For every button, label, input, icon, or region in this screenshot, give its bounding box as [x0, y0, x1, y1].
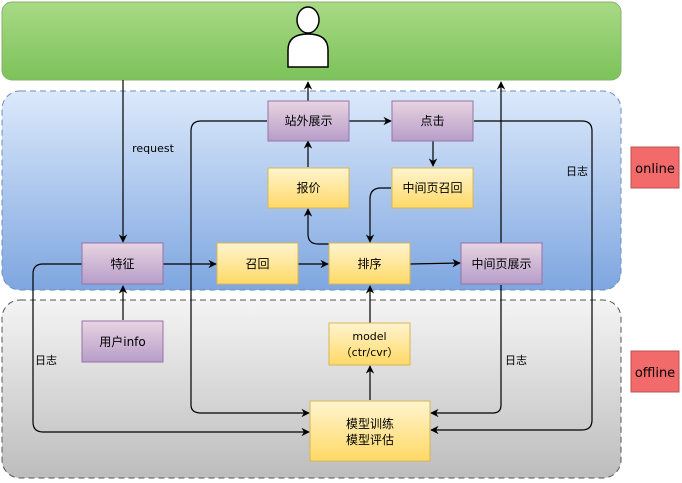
tag-online-label: online: [635, 162, 675, 177]
node-feature-label: 特征: [110, 256, 134, 271]
edge-feature-log-train: [32, 263, 310, 437]
node-mid-recall-label: 中间页召回: [402, 180, 462, 195]
node-user-info-label: 用户info: [99, 334, 146, 349]
tag-online: online: [630, 146, 680, 189]
tag-offline: offline: [630, 350, 680, 393]
label-request: request: [132, 142, 175, 155]
edge-midshow-log-train: [430, 285, 502, 418]
node-rank[interactable]: 排序: [328, 242, 411, 285]
node-mid-recall[interactable]: 中间页召回: [391, 167, 474, 209]
edge-midrecall-rank: [365, 187, 391, 243]
node-quote[interactable]: 报价: [267, 167, 350, 209]
node-click[interactable]: 点击: [391, 100, 474, 142]
edge-siteshow-train: [190, 120, 310, 418]
edge-rank-midshow: [409, 258, 461, 268]
node-rank-label: 排序: [357, 256, 381, 271]
node-mid-show[interactable]: 中间页展示: [460, 242, 543, 285]
node-train-label-2: 模型评估: [346, 433, 394, 447]
node-model-label-2: （ctr/cvr）: [341, 346, 399, 359]
edge-rank-quote: [303, 208, 333, 245]
node-model[interactable]: model （ctr/cvr）: [328, 322, 411, 366]
node-site-show[interactable]: 站外展示: [267, 100, 350, 142]
label-log-right-top: 日志: [566, 165, 588, 178]
node-feature[interactable]: 特征: [81, 242, 164, 285]
node-mid-show-label: 中间页展示: [471, 256, 531, 271]
node-train[interactable]: 模型训练 模型评估: [309, 400, 431, 462]
node-recall-label: 召回: [245, 257, 269, 271]
node-quote-label: 报价: [296, 180, 320, 195]
node-site-show-label: 站外展示: [284, 114, 332, 128]
edge-click-log-train: [430, 120, 593, 435]
node-model-label-1: model: [352, 330, 386, 343]
node-click-label: 点击: [420, 114, 444, 128]
tag-offline-label: offline: [635, 366, 675, 381]
node-train-label-1: 模型训练: [346, 416, 394, 431]
label-log-right-bottom: 日志: [505, 354, 527, 367]
node-user-info[interactable]: 用户info: [81, 320, 164, 363]
user-icon: [287, 6, 329, 68]
node-recall[interactable]: 召回: [216, 242, 299, 285]
label-log-left: 日志: [35, 354, 57, 367]
